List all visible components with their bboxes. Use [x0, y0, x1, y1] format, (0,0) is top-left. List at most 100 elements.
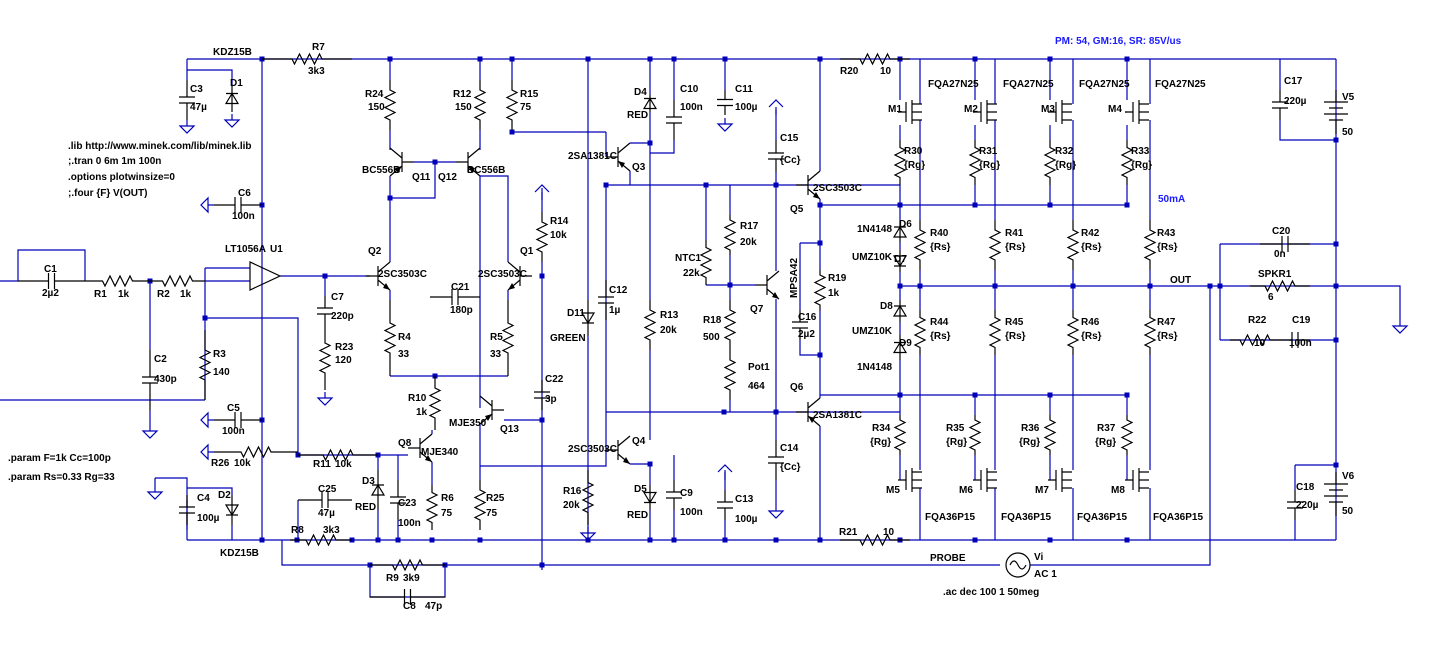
label-kdz-top: KDZ15B	[213, 47, 252, 58]
bjt-arrow	[813, 192, 820, 199]
m4-nmos	[1125, 100, 1149, 124]
label-c2: C2	[154, 354, 167, 365]
vi-sine	[1009, 560, 1027, 570]
label-r25-value: 75	[486, 508, 498, 519]
wire	[187, 487, 233, 495]
label-r36: R36	[1021, 423, 1040, 434]
label-r30-value: {Rg}	[904, 160, 925, 171]
r45-source-resistor	[988, 310, 1002, 355]
label-q3: Q3	[632, 162, 646, 173]
r5-resistor	[501, 300, 515, 376]
r10-resistor	[428, 376, 442, 430]
r31-gate-resistor	[968, 140, 982, 185]
label-r11-value: 10k	[335, 459, 352, 470]
r8-resistor	[290, 533, 352, 547]
c1-capacitor	[18, 273, 85, 289]
directive-2: ;.tran 0 6m 1m 100n	[68, 156, 161, 167]
r12-resistor	[473, 80, 487, 130]
label-q13: Q13	[500, 424, 519, 435]
r23-resistor	[318, 326, 332, 390]
r32-gate-resistor	[1043, 140, 1057, 185]
label-c23-value: 100n	[398, 518, 421, 529]
label-r1-value: 1k	[118, 289, 130, 300]
wire	[281, 540, 1000, 566]
label-r42-value: {Rs}	[1081, 242, 1102, 253]
label-r20: R20	[840, 66, 859, 77]
label-r2-value: 1k	[180, 289, 192, 300]
label-r26-value: 10k	[234, 458, 251, 469]
c6-capacitor	[214, 197, 262, 213]
label-r31-value: {Rg}	[979, 160, 1000, 171]
label-spkr1: SPKR1	[1258, 269, 1292, 280]
v6-supply	[1324, 472, 1348, 516]
c23-capacitor	[390, 480, 406, 520]
c25-capacitor	[298, 492, 352, 508]
label-r33-value: {Rg}	[1131, 160, 1152, 171]
label-c8: C8	[403, 601, 416, 612]
label-spkr1-value: 6	[1268, 292, 1274, 303]
label-q6-part: 2SA1381C	[813, 410, 862, 421]
label-c4-value: 100µ	[197, 513, 220, 524]
label-mje350: MJE350	[449, 418, 487, 429]
c4-capacitor	[179, 495, 195, 525]
label-r13: R13	[660, 310, 679, 321]
wire	[369, 565, 446, 598]
label-r4-value: 33	[398, 349, 410, 360]
d3-led	[370, 470, 386, 510]
label-r17: R17	[740, 221, 759, 232]
r41-source-resistor	[988, 220, 1002, 270]
label-r14: R14	[550, 216, 569, 227]
label-c16: C16	[798, 312, 817, 323]
q8-bjt	[408, 433, 433, 463]
label-r21: R21	[839, 527, 858, 538]
junction-dot	[773, 537, 779, 543]
label-r3-value: 140	[213, 367, 230, 378]
label-r43-value: {Rs}	[1157, 242, 1178, 253]
bias-current-note: 50mA	[1158, 194, 1185, 205]
d11-led	[580, 300, 596, 336]
label-c2-value: 430p	[154, 374, 177, 385]
ground-symbol	[579, 527, 597, 541]
ac-directive: .ac dec 100 1 50meg	[943, 587, 1039, 598]
label-r22-value: 10	[1254, 338, 1266, 349]
label-c18-value: 220µ	[1296, 500, 1319, 511]
label-c22: C22	[545, 374, 564, 385]
d6-diode	[892, 222, 908, 242]
label-c18: C18	[1296, 482, 1315, 493]
label-q4: Q4	[632, 436, 646, 447]
label-r47-value: {Rs}	[1157, 331, 1178, 342]
label-vi-value: AC 1	[1034, 569, 1057, 580]
r22-resistor	[1230, 333, 1280, 347]
label-r22: R22	[1248, 315, 1267, 326]
label-r17-value: 20k	[740, 237, 757, 248]
label-r2: R2	[157, 289, 170, 300]
label-r20-value: 10	[880, 66, 892, 77]
q3-bjt	[606, 142, 631, 172]
r6-resistor	[425, 485, 439, 530]
label-c21: C21	[451, 282, 470, 293]
label-c25: C25	[318, 484, 337, 495]
label-c7-value: 220p	[331, 311, 354, 322]
r11-resistor	[298, 448, 378, 462]
label-out: OUT	[1170, 275, 1191, 286]
c2-capacitor	[142, 350, 158, 410]
label-c1-value: 2µ2	[42, 288, 59, 299]
ground-symbol	[200, 196, 214, 214]
label-m7: M7	[1035, 485, 1049, 496]
wire	[205, 317, 299, 455]
label-d7-part: UMZ10K	[852, 252, 893, 263]
label-q5-part: 2SC3503C	[813, 183, 862, 194]
wire	[1279, 120, 1336, 141]
label-r43: R43	[1157, 228, 1176, 239]
m7-pmos	[1048, 468, 1072, 492]
ground-symbol	[767, 505, 785, 519]
label-r15: R15	[520, 89, 539, 100]
supply-arrow	[768, 99, 784, 115]
label-bc556-right: BC556B	[467, 165, 505, 176]
c18-capacitor	[1287, 490, 1303, 520]
r34-gate-resistor	[893, 415, 907, 455]
label-m4-part: FQA27N25	[1155, 79, 1206, 90]
label-c21-value: 180p	[450, 305, 473, 316]
m5-pmos	[898, 468, 922, 492]
